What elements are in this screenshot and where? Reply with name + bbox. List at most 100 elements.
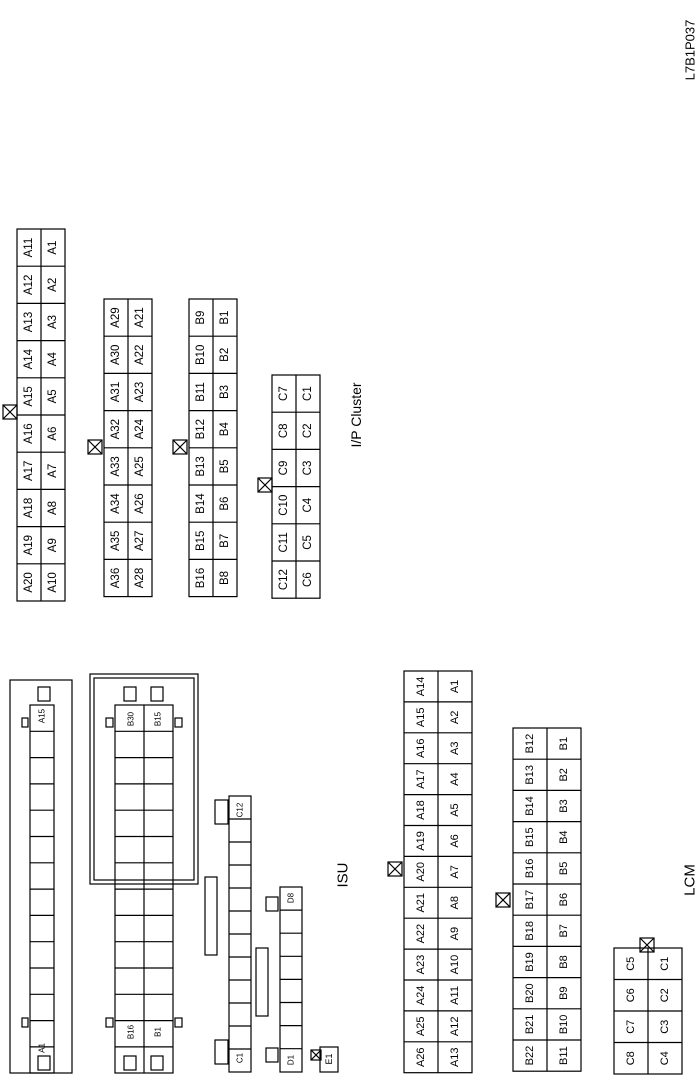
ipc-connector-a-pin-label: A5: [47, 389, 59, 403]
lcm-connector-a-pin-label: A24: [415, 986, 427, 1006]
lcm-connector-a-pin-label: A18: [415, 800, 427, 820]
ipc-connector-a-pin-label: A18: [23, 498, 35, 518]
ipc-connector-a2-pin-label: A25: [134, 456, 146, 476]
lcm-connector-b-pin-label: B22: [524, 1046, 536, 1066]
ipc-connector-a2-pin-label: A23: [134, 382, 146, 402]
lcm-connector-b-pin-label: B5: [558, 862, 570, 875]
figure-code: L7B1P037: [683, 20, 698, 81]
isu-pin-label: C1: [236, 1052, 245, 1063]
isu-connector-b-latch: [150, 1055, 164, 1071]
connector-lock-icon: [257, 477, 273, 493]
lcm-connector-a-pin-label: A2: [449, 711, 461, 724]
ipc-connector-a2-pin-label: A21: [134, 307, 146, 327]
ipc-connector-a2-pin-label: A35: [110, 531, 122, 551]
lcm-connector-b-pin-label: B16: [524, 859, 536, 879]
ipc-connector-a2-pin-label: A31: [110, 382, 122, 402]
ipc-connector-a-pin-label: A15: [23, 386, 35, 406]
ipc-connector-a2-pin-label: A28: [134, 568, 146, 588]
lcm-connector-a-pin-label: A7: [449, 865, 461, 878]
lcm-connector-c-pin-label: C6: [625, 988, 637, 1002]
isu-connector-b-tab: [105, 1017, 114, 1028]
lcm-title: LCM: [682, 864, 699, 896]
lcm-connector-a-pin-label: A9: [449, 927, 461, 940]
isu-connector-a-shell: [9, 679, 73, 1074]
ipc-connector-a-pin-label: A2: [47, 278, 59, 292]
ipc-connector-c-pin-label: C6: [302, 572, 314, 587]
lcm-connector-a-pin-label: A11: [449, 986, 461, 1005]
ipc-connector-c-pin-label: C8: [278, 423, 290, 438]
ipc-connector-a-pin-label: A19: [23, 535, 35, 555]
lcm-connector-c-pin-label: C8: [625, 1051, 637, 1065]
connector-lock-icon: [310, 1049, 322, 1061]
ipc-connector-a2-pin-label: A32: [110, 419, 122, 439]
lcm-connector-a-pin-label: A10: [449, 955, 461, 975]
lcm-connector-a-pin-label: A25: [415, 1017, 427, 1037]
connector-lock-icon: [310, 1049, 322, 1061]
ipc-connector-b-pin-label: B4: [219, 422, 231, 437]
ipc-connector-c-pin-label: C9: [278, 461, 290, 476]
connector-lock-icon: [495, 892, 511, 908]
isu-connector-c-tab: [214, 1039, 229, 1065]
isu-pin-label: D1: [287, 1054, 296, 1065]
connector-lock-icon: [172, 439, 188, 455]
ipc-connector-b-pin-label: B15: [195, 531, 207, 551]
ipc-connector-a-pin-label: A11: [23, 238, 35, 258]
ipc-connector-c-pin-label: C3: [302, 461, 314, 476]
lcm-connector-b-pin-label: B21: [524, 1015, 536, 1035]
lcm-connector-c-pin-label: C2: [659, 988, 671, 1002]
connector-labels: L7B1P037A11A12A13A14A15A16A17A18A19A20A1…: [23, 20, 699, 1067]
isu-pin-label: B15: [154, 711, 163, 726]
ipc-connector-c-pin-label: C4: [302, 497, 314, 512]
lcm-connector-b-pin-label: B10: [558, 1015, 570, 1035]
lcm-connector-c-pin-label: C1: [659, 957, 671, 971]
ipc-connector-c-pin-label: C2: [302, 423, 314, 438]
lcm-connector-b-pin-label: B2: [558, 768, 570, 781]
isu-pin-label: A15: [38, 708, 47, 723]
ipc-connector-a-pin-label: A14: [23, 348, 35, 369]
lcm-connector-b-pin-label: B15: [524, 827, 536, 847]
ipc-connector-c-pin-label: C7: [278, 386, 290, 401]
lcm-connector-a-pin-label: A16: [415, 738, 427, 758]
lcm-connector-a-pin-label: A3: [449, 742, 461, 755]
lcm-connector-c-pin-label: C7: [625, 1020, 637, 1034]
isu-connector-a-tab: [21, 717, 29, 728]
isu-connector-d-tab: [265, 1047, 279, 1063]
lcm-connector-a-pin-label: A4: [449, 772, 461, 785]
connector-artwork: [2, 228, 683, 1075]
lcm-connector-a-pin-label: A22: [415, 924, 427, 944]
isu-connector-b-latch: [150, 686, 164, 702]
connector-lock-icon: [495, 892, 511, 908]
ipc-connector-a2-pin-label: A26: [134, 493, 146, 513]
ipc-connector-a2-pin-label: A29: [110, 307, 122, 327]
ipc-connector-b-pin-label: B11: [195, 382, 207, 402]
ipc-connector-a-pin-label: A4: [47, 352, 59, 367]
isu-pin-label: C12: [236, 802, 245, 817]
isu-connector-d-tab: [265, 896, 279, 912]
connector-lock-icon: [639, 937, 655, 953]
isu-connector-c-key: [204, 876, 218, 956]
connector-lock-icon: [172, 439, 188, 455]
lcm-connector-b-pin-label: B11: [558, 1046, 570, 1065]
connector-lock-icon: [2, 404, 18, 420]
lcm-connector-b-pin-label: B13: [524, 765, 536, 785]
lcm-connector-a-pin-label: A23: [415, 955, 427, 975]
ipc-connector-a2-pin-label: A24: [134, 418, 146, 439]
lcm-connector-c-pin-label: C5: [625, 957, 637, 971]
ipc-connector-b-pin-label: B16: [195, 568, 207, 588]
ipc-connector-b-pin-label: B3: [219, 385, 231, 399]
connector-lock-icon: [87, 439, 103, 455]
isu-connector-a-tab: [21, 1017, 29, 1028]
ipc-connector-a2-pin-label: A33: [110, 456, 122, 476]
ipc-connector-a2-pin-label: A22: [134, 345, 146, 365]
lcm-connector-b-pin-label: B6: [558, 893, 570, 906]
ipc-connector-a-pin-label: A8: [47, 501, 59, 515]
ipc-connector-a-pin-label: A17: [23, 461, 35, 481]
lcm-connector-b-pin-label: B3: [558, 799, 570, 812]
ipc-connector-a-pin-label: A16: [23, 423, 35, 443]
isu-pin-label: B16: [127, 1024, 136, 1039]
connector-lock-icon: [2, 404, 18, 420]
ipc-connector-c-pin-label: C1: [302, 386, 314, 401]
ipc-connector-a2-pin-label: A34: [110, 493, 122, 514]
isu-pin-label: D8: [287, 892, 296, 903]
